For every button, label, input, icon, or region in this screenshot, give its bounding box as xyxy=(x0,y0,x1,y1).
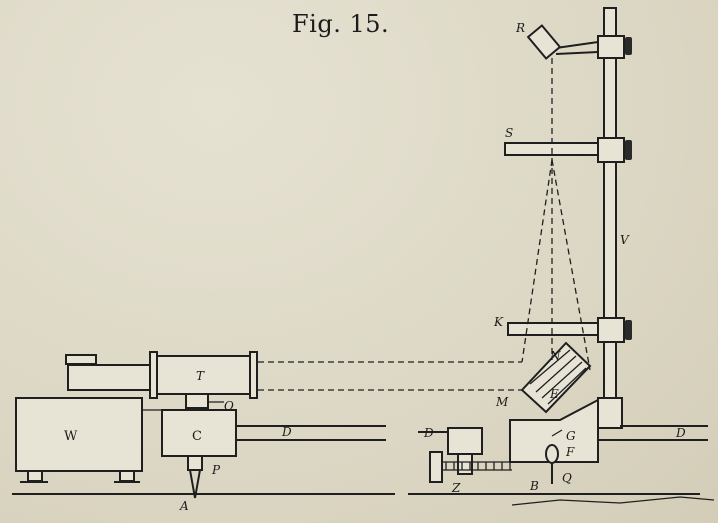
left-apparatus xyxy=(12,351,395,499)
label-q: Q xyxy=(562,471,572,485)
clamp-r xyxy=(597,35,625,59)
label-c: C xyxy=(192,429,202,444)
clamp-f xyxy=(545,444,559,464)
label-b: B xyxy=(529,479,539,493)
needle-holder xyxy=(187,455,203,471)
label-n: N xyxy=(549,349,561,363)
connector-lines xyxy=(142,401,224,411)
label-w: W xyxy=(64,429,78,444)
tube-t-small xyxy=(67,364,157,391)
label-d-right-b: D xyxy=(675,426,686,440)
tube-t-ring-right xyxy=(249,351,258,399)
clamp-k xyxy=(597,317,625,343)
torn-edge xyxy=(511,496,715,506)
figure-title: Fig. 15. xyxy=(292,10,390,38)
tube-t-eyepiece xyxy=(65,354,97,365)
light-cone-left xyxy=(521,159,553,363)
column-base-block xyxy=(597,397,623,429)
light-cone-right xyxy=(551,159,591,371)
label-v: V xyxy=(620,233,630,247)
knob-r xyxy=(625,37,632,55)
clamp-g-arm xyxy=(551,429,563,437)
label-o: O xyxy=(224,399,234,413)
thumbscrew-z xyxy=(429,451,443,483)
clamp-s xyxy=(597,137,625,163)
label-r: R xyxy=(515,21,525,35)
column-v xyxy=(603,7,617,419)
connector-o xyxy=(185,393,209,409)
labels: R S V K N M E G F Q B Z D D D T W C O P … xyxy=(64,21,686,513)
needle-p xyxy=(189,469,201,499)
knob-s xyxy=(625,140,632,160)
knob-k xyxy=(625,320,632,340)
label-z: Z xyxy=(451,481,461,495)
prism-holder xyxy=(509,398,599,463)
label-d-left: D xyxy=(281,425,292,439)
label-d-right-a: D xyxy=(423,426,434,440)
nut-block xyxy=(447,427,483,455)
label-a: A xyxy=(179,499,189,513)
label-k: K xyxy=(493,315,504,329)
mirror-r xyxy=(526,24,562,60)
label-e: E xyxy=(549,387,559,401)
label-p: P xyxy=(211,463,221,477)
box-w xyxy=(15,397,143,472)
arm-k xyxy=(507,322,599,336)
label-t: T xyxy=(196,369,205,383)
tube-t-ring-left xyxy=(149,351,158,399)
prism-nme xyxy=(520,341,592,414)
label-s: S xyxy=(505,126,513,140)
foot-right xyxy=(119,470,135,482)
prism-hatching xyxy=(529,349,587,405)
arm-r xyxy=(555,41,599,55)
label-g: G xyxy=(566,429,576,443)
foot-left xyxy=(27,470,43,482)
screw-thread xyxy=(442,461,512,471)
right-apparatus xyxy=(408,7,715,506)
label-f: F xyxy=(565,445,575,459)
label-m: M xyxy=(495,395,509,409)
box-c xyxy=(161,409,237,457)
